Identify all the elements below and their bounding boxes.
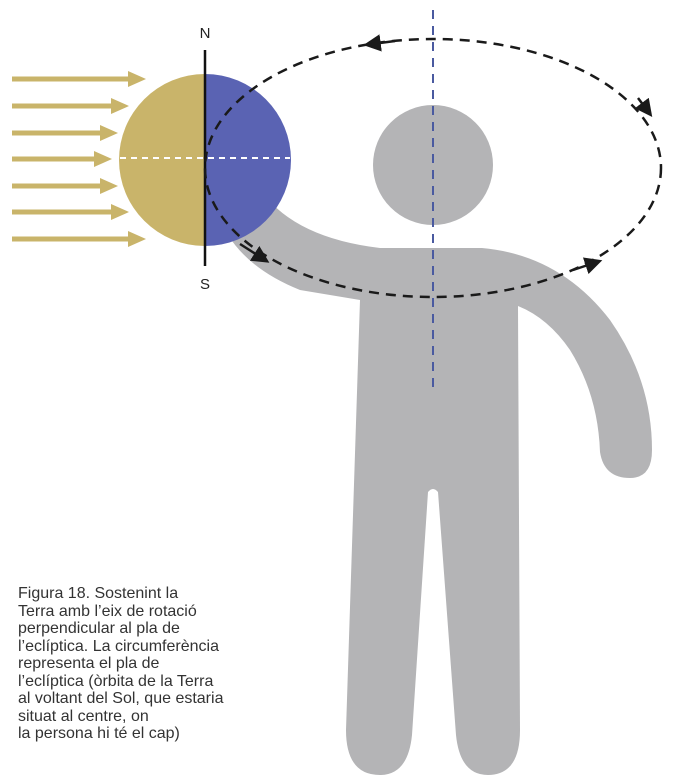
sunlight-arrow-icon [12,125,118,141]
orbit-direction-arrow-bottom-left [239,242,270,263]
sunlight-arrow-icon [12,178,118,194]
sunlight-arrow-icon [12,151,112,167]
caption-line: representa el pla de [18,655,160,672]
earth-day-side [119,74,205,246]
caption-line: la persona hi té el cap) [18,725,180,742]
orbit-ellipse [203,34,663,299]
sunlight-arrow-icon [12,231,146,247]
caption-line: l’eclíptica (òrbita de la Terra [18,672,214,690]
sunlight-arrow-icon [12,204,129,220]
figure-caption: Figura 18. Sostenint la Terra amb l’eix … [18,585,318,743]
south-pole-label: S [200,276,210,293]
caption-line: Terra amb l’eix de rotació [18,602,197,620]
caption-line: situat al centre, on [18,707,149,725]
sunlight-arrows [12,71,146,247]
caption-line: Figura 18. Sostenint la [18,585,179,602]
person-silhouette [228,105,652,775]
orbit-direction-arrow-bottom-right [572,257,603,275]
caption-line: al voltant del Sol, que estaria [18,690,224,707]
caption-line: l’eclíptica. La circumferència [18,637,219,655]
person-head [373,105,493,225]
orbit-direction-arrow-top [363,34,396,52]
sunlight-arrow-icon [12,71,146,87]
caption-line: perpendicular al pla de [18,620,180,637]
orbit-direction-arrow-right [634,97,653,117]
north-pole-label: N [200,25,211,42]
person-body [228,192,652,775]
sunlight-arrow-icon [12,98,129,114]
